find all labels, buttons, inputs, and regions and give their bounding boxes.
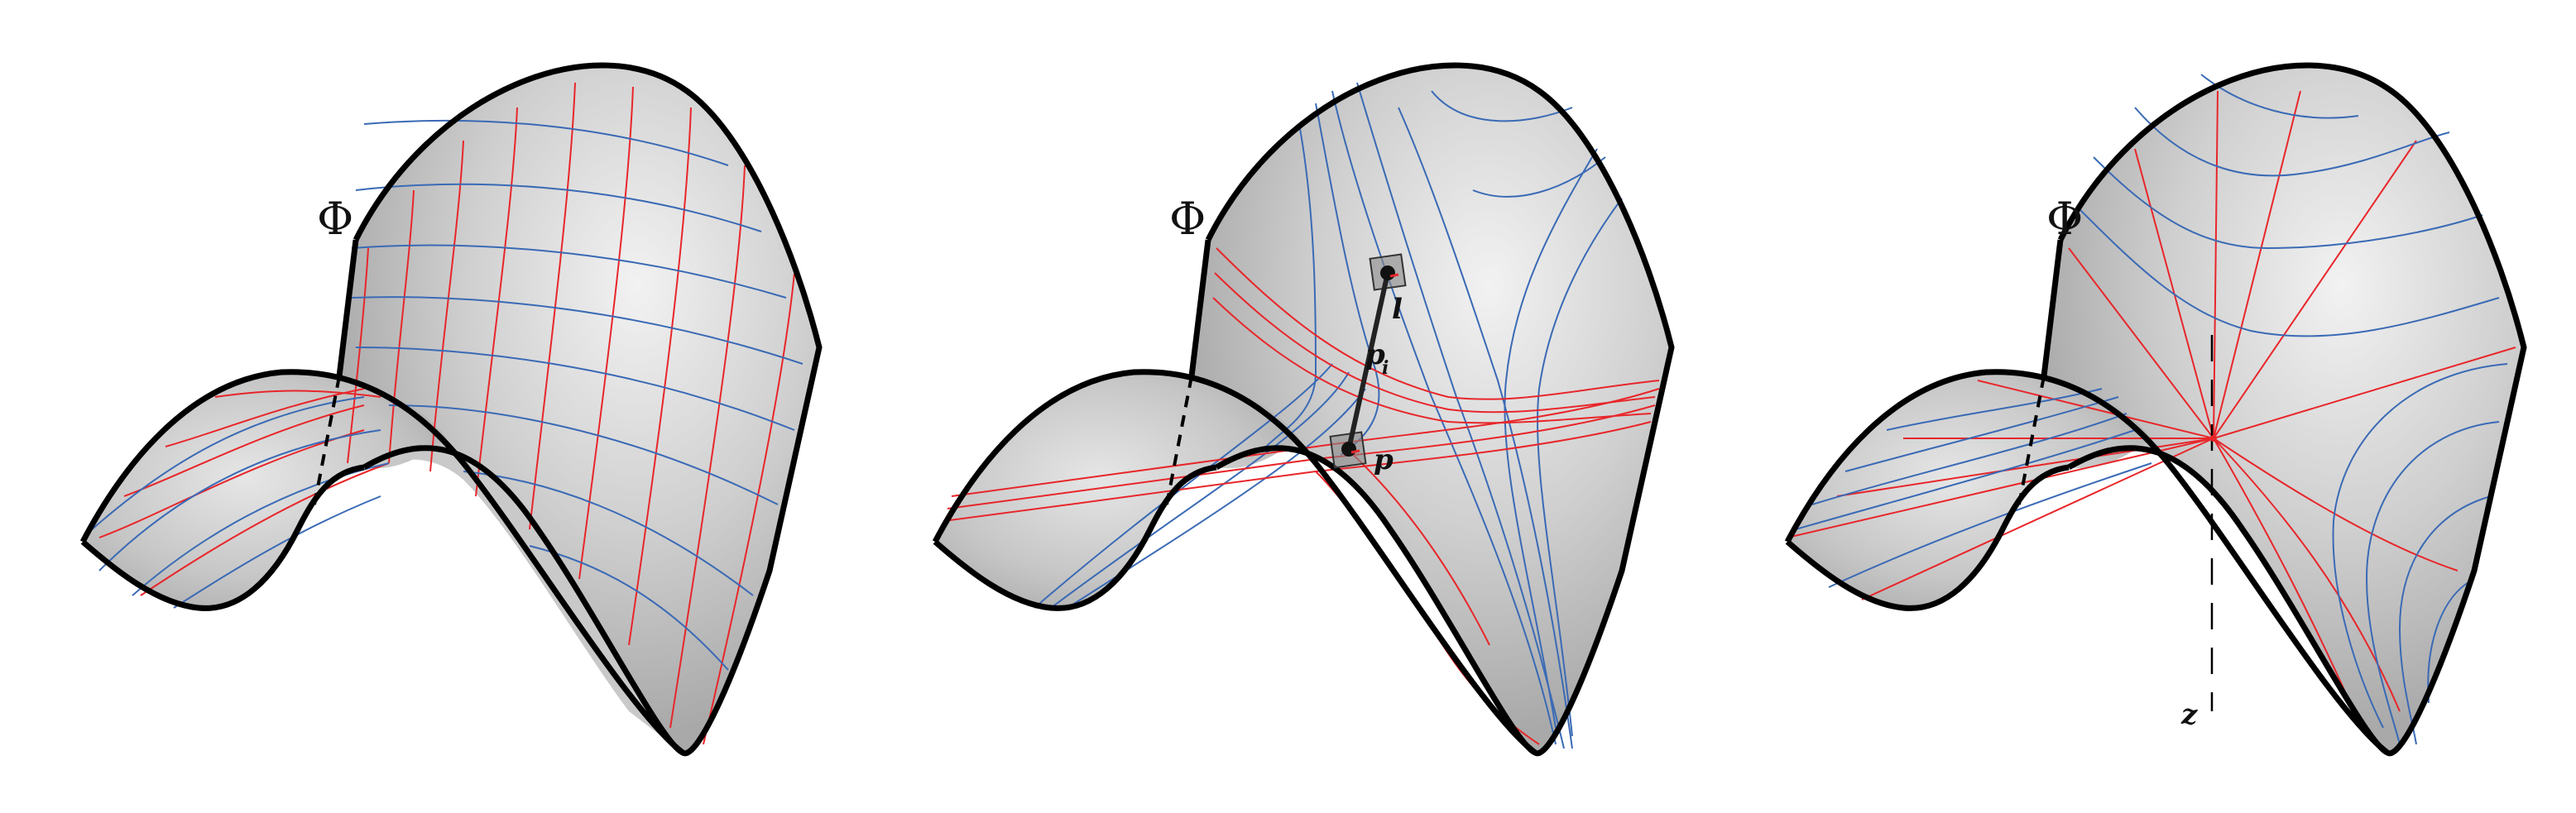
- surface-front: [83, 371, 447, 609]
- surface-front: [1787, 371, 2151, 609]
- point-p: [1341, 442, 1356, 457]
- label-p-i: p: [1365, 338, 1385, 371]
- panel-left: Φ: [79, 62, 823, 757]
- phi-label: Φ: [317, 193, 353, 245]
- surface-back: [2044, 65, 2524, 753]
- label-z: z: [2180, 698, 2198, 731]
- label-l: l: [1392, 293, 1403, 326]
- hidden-edge: [2017, 375, 2046, 505]
- point-l: [1380, 265, 1395, 280]
- red-curves: [98, 82, 795, 745]
- surface-back: [339, 65, 819, 753]
- hidden-edge: [313, 375, 341, 505]
- surface-outline: [932, 62, 1675, 757]
- singular-point: [2210, 435, 2217, 442]
- panel-middle: l p i p Φ: [932, 62, 1675, 757]
- hidden-edge: [1165, 375, 1193, 505]
- surface-front: [935, 371, 1299, 609]
- surface-outline: [1784, 62, 2527, 757]
- phi-label: Φ: [1169, 193, 1206, 245]
- label-p-i-subscript: i: [1382, 357, 1389, 379]
- label-p: p: [1374, 443, 1394, 476]
- blue-curves: [1795, 74, 2508, 745]
- segment-p-to-l: l p i p: [1329, 253, 1407, 476]
- panel-right: z Φ: [1784, 62, 2527, 757]
- phi-label: Φ: [2046, 193, 2083, 245]
- surface-outline: [79, 62, 823, 757]
